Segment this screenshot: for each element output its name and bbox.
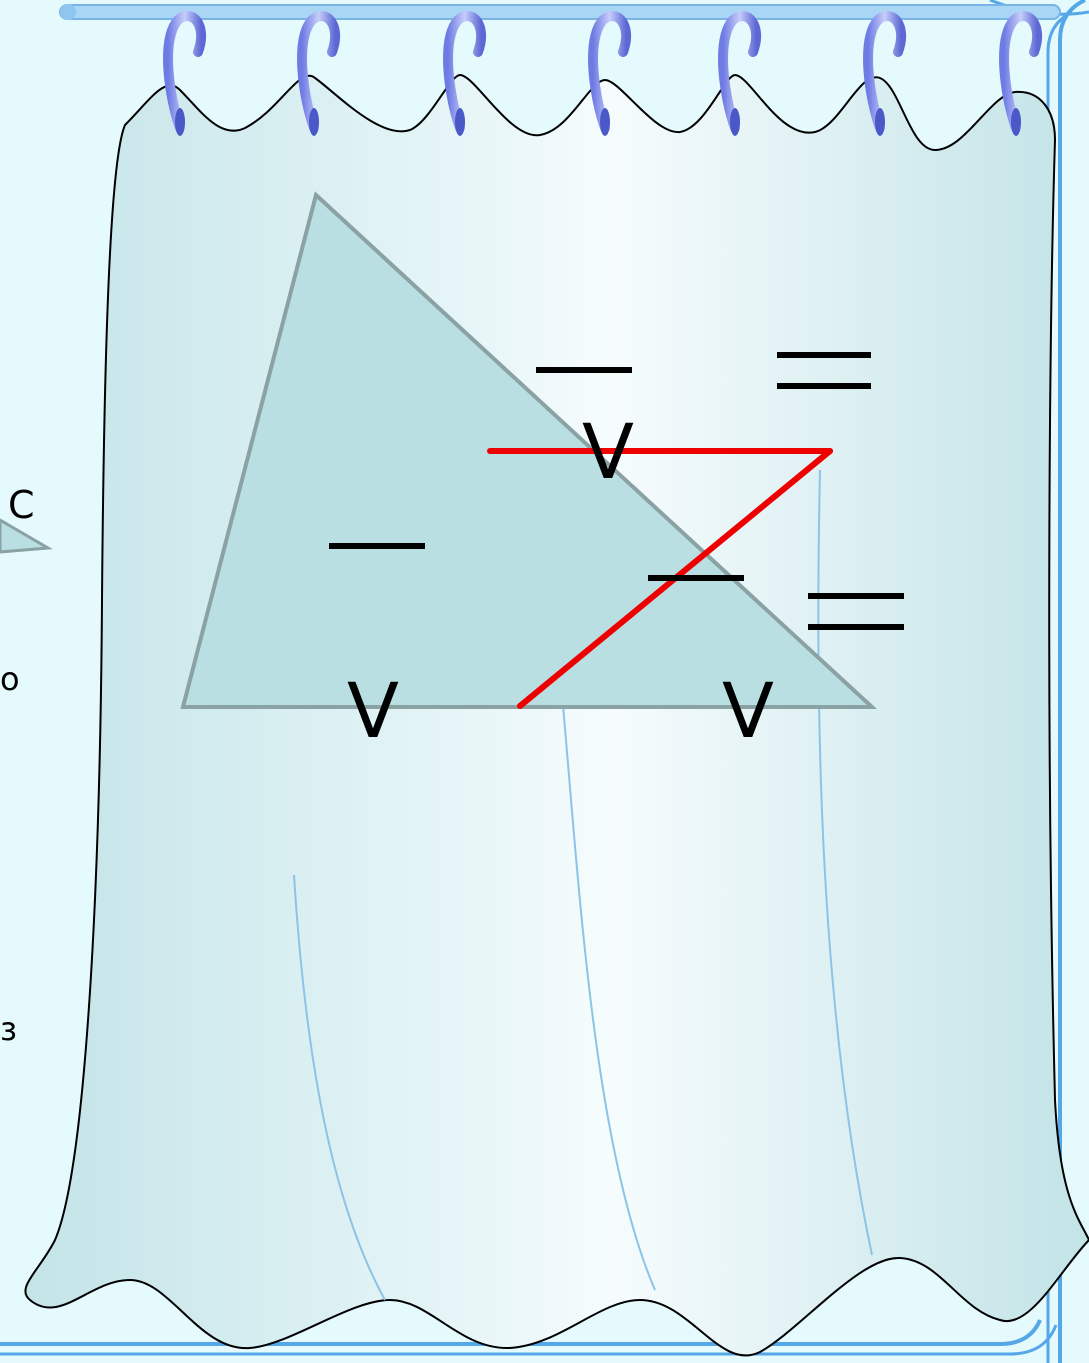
partial-text-o: o bbox=[0, 660, 20, 698]
curtain-ring-icon bbox=[163, 11, 207, 136]
angle-mark-top: V bbox=[582, 407, 634, 496]
curtain-rings bbox=[163, 11, 1043, 136]
curtain-folds bbox=[293, 469, 873, 1301]
partial-text-z: з bbox=[0, 1010, 17, 1048]
curtain-ring-icon bbox=[718, 11, 762, 136]
hidden-triangle-corner bbox=[0, 518, 53, 554]
curtain-ring-icon bbox=[297, 11, 341, 136]
angle-marks: V V V bbox=[347, 407, 774, 755]
hidden-slide-fragment: C o з bbox=[0, 483, 53, 1048]
vertex-label-c: C bbox=[8, 483, 35, 527]
angle-mark-bottom-right: V bbox=[722, 666, 774, 755]
angle-mark-bottom-left: V bbox=[347, 666, 399, 755]
curtain-ring-icon bbox=[863, 11, 907, 136]
curtain-ring-icon bbox=[588, 11, 632, 136]
curtain-ring-icon bbox=[999, 11, 1043, 136]
curtain-icon bbox=[24, 73, 1089, 1357]
curtain-ring-icon bbox=[443, 11, 487, 136]
curtain-rod bbox=[59, 4, 1061, 20]
segment-marks bbox=[329, 352, 904, 630]
